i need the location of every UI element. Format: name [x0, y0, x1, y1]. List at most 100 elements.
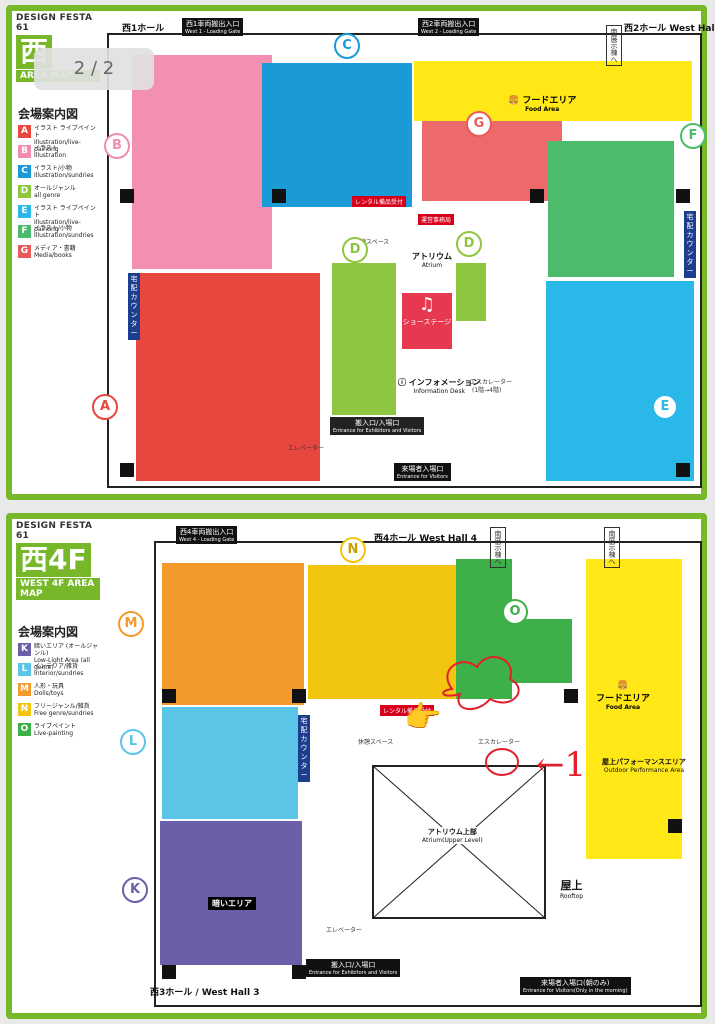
food-icon: 🍔	[617, 681, 629, 691]
legend-en: Low-Light Area (all genre)	[34, 657, 90, 671]
legend-swatch: M	[18, 683, 31, 696]
legend-en: Interior/sundries	[34, 670, 84, 677]
south-building-link[interactable]: 南展示棟へ	[606, 25, 622, 66]
rental-equipment-tag-4f[interactable]: レンタル備品受付	[380, 705, 435, 716]
legend-en: Live-painting	[34, 730, 74, 737]
pin-c[interactable]: C	[334, 33, 360, 59]
area-b-block[interactable]	[132, 55, 272, 269]
area-d-block-left[interactable]	[332, 263, 396, 415]
pillar	[668, 819, 682, 833]
pillar	[162, 689, 176, 703]
pillar	[120, 463, 134, 477]
legend-swatch: K	[18, 643, 31, 656]
hall1-label: 西1ホール	[122, 24, 165, 34]
pin-m[interactable]: M	[118, 611, 144, 637]
elevator-label-4f: エレベーター	[326, 927, 363, 934]
map-page-west-4f: DESIGN FESTA 61 西4F WEST 4F AREA MAP 会場案…	[6, 513, 707, 1019]
pillar	[162, 965, 176, 979]
escalator-label: エスカレーター	[470, 379, 513, 386]
pin-o[interactable]: O	[502, 599, 528, 625]
handwritten-small-circle	[485, 748, 519, 776]
entrance-exhibitors[interactable]: 搬入口/入場口 Entrance for Exhibitors and Visi…	[330, 417, 425, 435]
music-note-icon: ♫	[418, 294, 436, 315]
area-e-block[interactable]	[546, 281, 694, 481]
pin-k[interactable]: K	[122, 877, 148, 903]
rooftop-en: Rooftop	[560, 893, 584, 900]
pillar	[676, 189, 690, 203]
info-label-en: Information Desk	[413, 388, 465, 395]
entrance-visit-jp-4f: 来場者入場口(朝のみ)	[541, 979, 610, 987]
legend-title-4f: 会場案内図	[18, 625, 79, 639]
legend-en: Illustration/sundries	[34, 172, 94, 179]
office-tag[interactable]: 運営事務局	[418, 214, 455, 225]
legend-en: Illustration/live-painting	[34, 219, 81, 233]
entrance-visitors-4f[interactable]: 来場者入場口(朝のみ) Entrance for Visitors(Only i…	[520, 977, 631, 995]
pin-f[interactable]: F	[680, 123, 706, 149]
pin-n[interactable]: N	[340, 537, 366, 563]
info-desk[interactable]: ⓘ インフォメーション Information Desk	[398, 377, 480, 395]
pin-d-left[interactable]: D	[342, 237, 368, 263]
delivery-counter-right[interactable]: 宅配カウンター	[684, 211, 696, 278]
legend-en: Free genre/sundries	[34, 710, 94, 717]
entrance-visit-en: Entrance for Visitors	[397, 474, 448, 480]
rental-equipment-tag[interactable]: レンタル備品受付	[352, 196, 407, 207]
floor-subtitle-4f: WEST 4F AREA MAP	[16, 578, 100, 600]
area-k-block[interactable]	[160, 821, 302, 965]
atrium-label: アトリウム Atrium	[402, 251, 462, 269]
show-stage[interactable]: ♫ ショーステージ	[402, 293, 452, 349]
area-o-block-2[interactable]	[512, 619, 572, 683]
area-m-block[interactable]	[162, 563, 304, 705]
legend-en: Dolls/toys	[34, 690, 64, 697]
entrance-visitors[interactable]: 来場者入場口 Entrance for Visitors	[394, 463, 451, 481]
food-area-block-4f[interactable]	[586, 559, 682, 859]
west1-loading-gate[interactable]: 西1車両搬出入口 West 1 - Loading Gate	[182, 18, 244, 36]
pin-e[interactable]: E	[652, 394, 678, 420]
west4-loading-gate[interactable]: 西4車両搬出入口 West 4 - Loading Gate	[176, 526, 238, 544]
food-area-block[interactable]	[414, 61, 692, 121]
pillar	[676, 463, 690, 477]
legend-jp: イラスト/小物	[34, 225, 72, 232]
south-building-link-4f-2[interactable]: 南展示棟へ	[604, 527, 620, 568]
legend-swatch: F	[18, 225, 31, 238]
area-c-block[interactable]	[262, 63, 412, 207]
escalator-sub: (1階→4階)	[472, 387, 502, 394]
pin-l[interactable]: L	[120, 729, 146, 755]
legend-jp: ライブペイント	[34, 723, 77, 730]
area-o-block[interactable]	[456, 559, 512, 699]
area-g-block[interactable]	[422, 121, 562, 201]
legend-swatch: N	[18, 703, 31, 716]
rest-space-label: 休憩スペース	[354, 239, 390, 246]
logo-text: DESIGN FESTA 61	[16, 13, 93, 33]
south-building-link-4f[interactable]: 南展示棟へ	[490, 527, 506, 568]
hall-outline-bottom	[154, 541, 702, 1007]
area-d-block-right[interactable]	[456, 263, 486, 321]
rest-space-label-4f: 休憩スペース	[358, 739, 394, 746]
gate2-en: West 2 - Loading Gate	[421, 29, 477, 35]
delivery-counter[interactable]: 宅配カウンター	[128, 273, 140, 340]
area-f-block[interactable]	[548, 141, 674, 277]
pin-b[interactable]: B	[104, 133, 130, 159]
legend-en: Illustration/live-painting	[34, 139, 81, 153]
west2-loading-gate[interactable]: 西2車両搬出入口 West 2 - Loading Gate	[418, 18, 480, 36]
entrance-visit-en-4f: Entrance for Visitors(Only in the mornin…	[523, 988, 628, 994]
area-l-block[interactable]	[162, 707, 298, 819]
area-a-block[interactable]	[136, 273, 320, 481]
entrance-exhibitors-4f[interactable]: 搬入口/入場口 Entrance for Exhibitors and Visi…	[306, 959, 401, 977]
pin-a[interactable]: A	[92, 394, 118, 420]
hall-outline-top	[107, 33, 702, 488]
delivery-counter-4f[interactable]: 宅配カウンター	[298, 715, 310, 782]
pin-g[interactable]: G	[466, 111, 492, 137]
food-jp: フードエリア	[522, 96, 577, 106]
area-n-block[interactable]	[308, 565, 456, 699]
info-icon: ⓘ	[398, 378, 409, 387]
pin-d-right[interactable]: D	[456, 231, 482, 257]
atrium-label-en: Atrium	[421, 262, 443, 269]
